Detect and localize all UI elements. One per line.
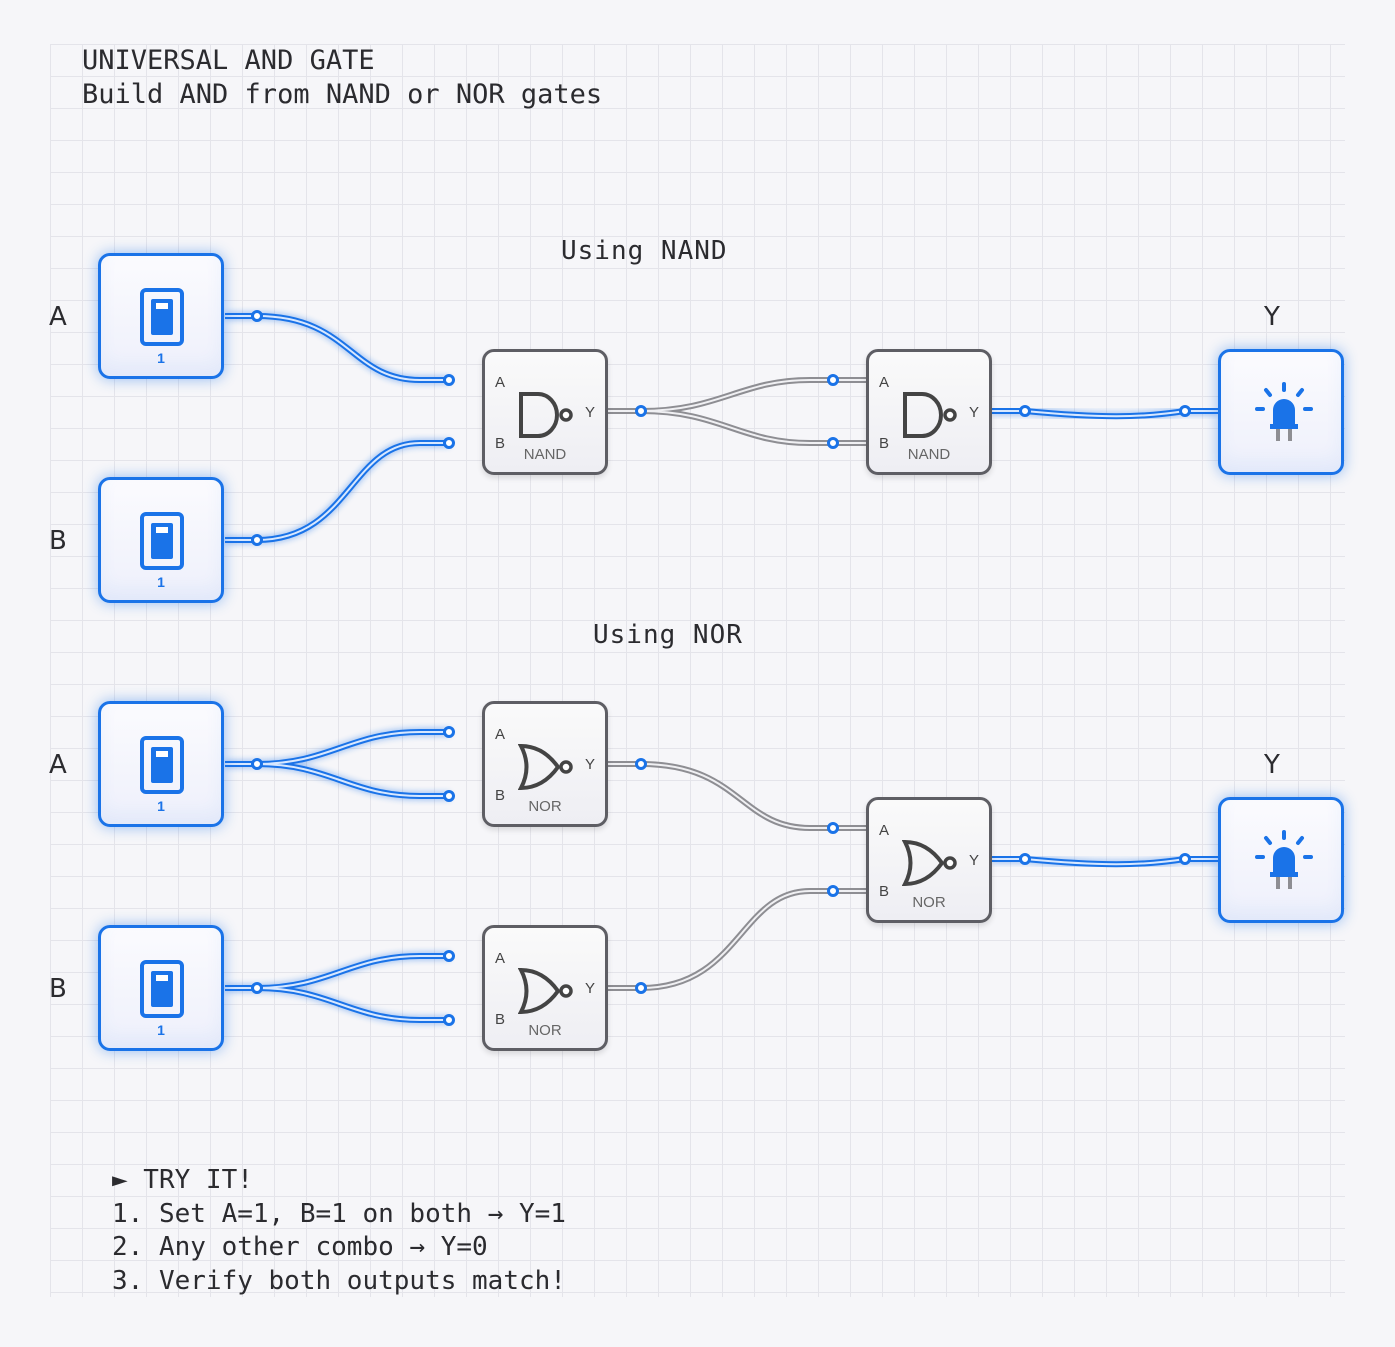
lightbulb-icon [1255, 830, 1313, 889]
connection-nodes [251, 310, 1191, 1026]
toggle-switch-icon [140, 512, 184, 570]
gate-pin-b-label: B [495, 435, 506, 452]
wire-nor-intermediate-b [608, 888, 866, 991]
switch-nand-b[interactable]: 1 [98, 477, 224, 603]
gate-pin-y-label: Y [968, 404, 979, 421]
instructions-heading: ► TRY IT! [112, 1165, 253, 1195]
gate-pin-b-label: B [495, 1011, 506, 1028]
gate-pin-y-label: Y [584, 980, 595, 997]
nor-gate-icon [902, 839, 957, 887]
wire-nand-output [992, 406, 1218, 421]
gate-type-label: NOR [528, 798, 562, 815]
gate-type-label: NOR [528, 1022, 562, 1039]
led-output-nor[interactable] [1218, 797, 1344, 923]
toggle-switch-icon [140, 288, 184, 346]
switch-value: 1 [157, 350, 165, 366]
switch-value: 1 [157, 798, 165, 814]
nor-input-b-label: B [49, 974, 67, 1004]
nor-gate-2[interactable]: A B Y NOR [482, 925, 608, 1051]
gate-pin-b-label: B [879, 435, 890, 452]
led-output-nand[interactable] [1218, 349, 1344, 475]
gate-pin-y-label: Y [584, 756, 595, 773]
nand-input-a-label: A [49, 302, 67, 332]
lightbulb-icon [1255, 382, 1313, 441]
nand-gate-icon [519, 392, 573, 438]
toggle-switch-icon [140, 736, 184, 794]
switch-value: 1 [157, 574, 165, 590]
nor-gate-icon [518, 743, 573, 791]
gate-type-label: NAND [523, 446, 567, 463]
nand-input-b-label: B [49, 526, 67, 556]
gate-pin-a-label: A [495, 726, 506, 743]
wire-nor-output [992, 854, 1218, 869]
page-title: UNIVERSAL AND GATE [82, 45, 375, 76]
nor-gate-icon [518, 967, 573, 1015]
wire-nor-a-split [225, 727, 450, 801]
nor-gate-1[interactable]: A B Y NOR [482, 701, 608, 827]
inactive-wires [608, 377, 866, 991]
nor-section-title: Using NOR [593, 620, 743, 650]
active-wires [225, 311, 1218, 1025]
instruction-step-1: 1. Set A=1, B=1 on both → Y=1 [112, 1198, 566, 1229]
gate-type-label: NAND [907, 446, 951, 463]
nand-section-title: Using NAND [561, 236, 728, 266]
wire-nand-b [225, 438, 450, 545]
gate-pin-y-label: Y [584, 404, 595, 421]
switch-value: 1 [157, 1022, 165, 1038]
gate-pin-y-label: Y [968, 852, 979, 869]
nor-gate-3[interactable]: A B Y NOR [866, 797, 992, 923]
gate-pin-a-label: A [495, 950, 506, 967]
wire-nor-b-split [225, 951, 450, 1025]
grid-canvas [50, 44, 1345, 1297]
gate-pin-a-label: A [879, 374, 890, 391]
switch-nand-a[interactable]: 1 [98, 253, 224, 379]
wire-nand-intermediate [608, 377, 866, 446]
gate-type-label: NOR [912, 894, 946, 911]
nor-input-a-label: A [49, 750, 67, 780]
gate-pin-b-label: B [495, 787, 506, 804]
switch-nor-a[interactable]: 1 [98, 701, 224, 827]
wire-nor-intermediate-a [608, 761, 866, 831]
switch-nor-b[interactable]: 1 [98, 925, 224, 1051]
nand-gate-icon [903, 392, 957, 438]
instruction-step-2: 2. Any other combo → Y=0 [112, 1232, 488, 1262]
instruction-step-3: 3. Verify both outputs match! [112, 1265, 566, 1296]
wire-nand-a [225, 311, 450, 385]
toggle-switch-icon [140, 960, 184, 1018]
gate-pin-a-label: A [879, 822, 890, 839]
nor-output-y-label: Y [1264, 750, 1280, 780]
page-subtitle: Build AND from NAND or NOR gates [82, 79, 603, 110]
nand-gate-1[interactable]: A B Y NAND [482, 349, 608, 475]
nand-output-y-label: Y [1264, 302, 1280, 332]
gate-pin-a-label: A [495, 374, 506, 391]
gate-pin-b-label: B [879, 883, 890, 900]
nand-gate-2[interactable]: A B Y NAND [866, 349, 992, 475]
